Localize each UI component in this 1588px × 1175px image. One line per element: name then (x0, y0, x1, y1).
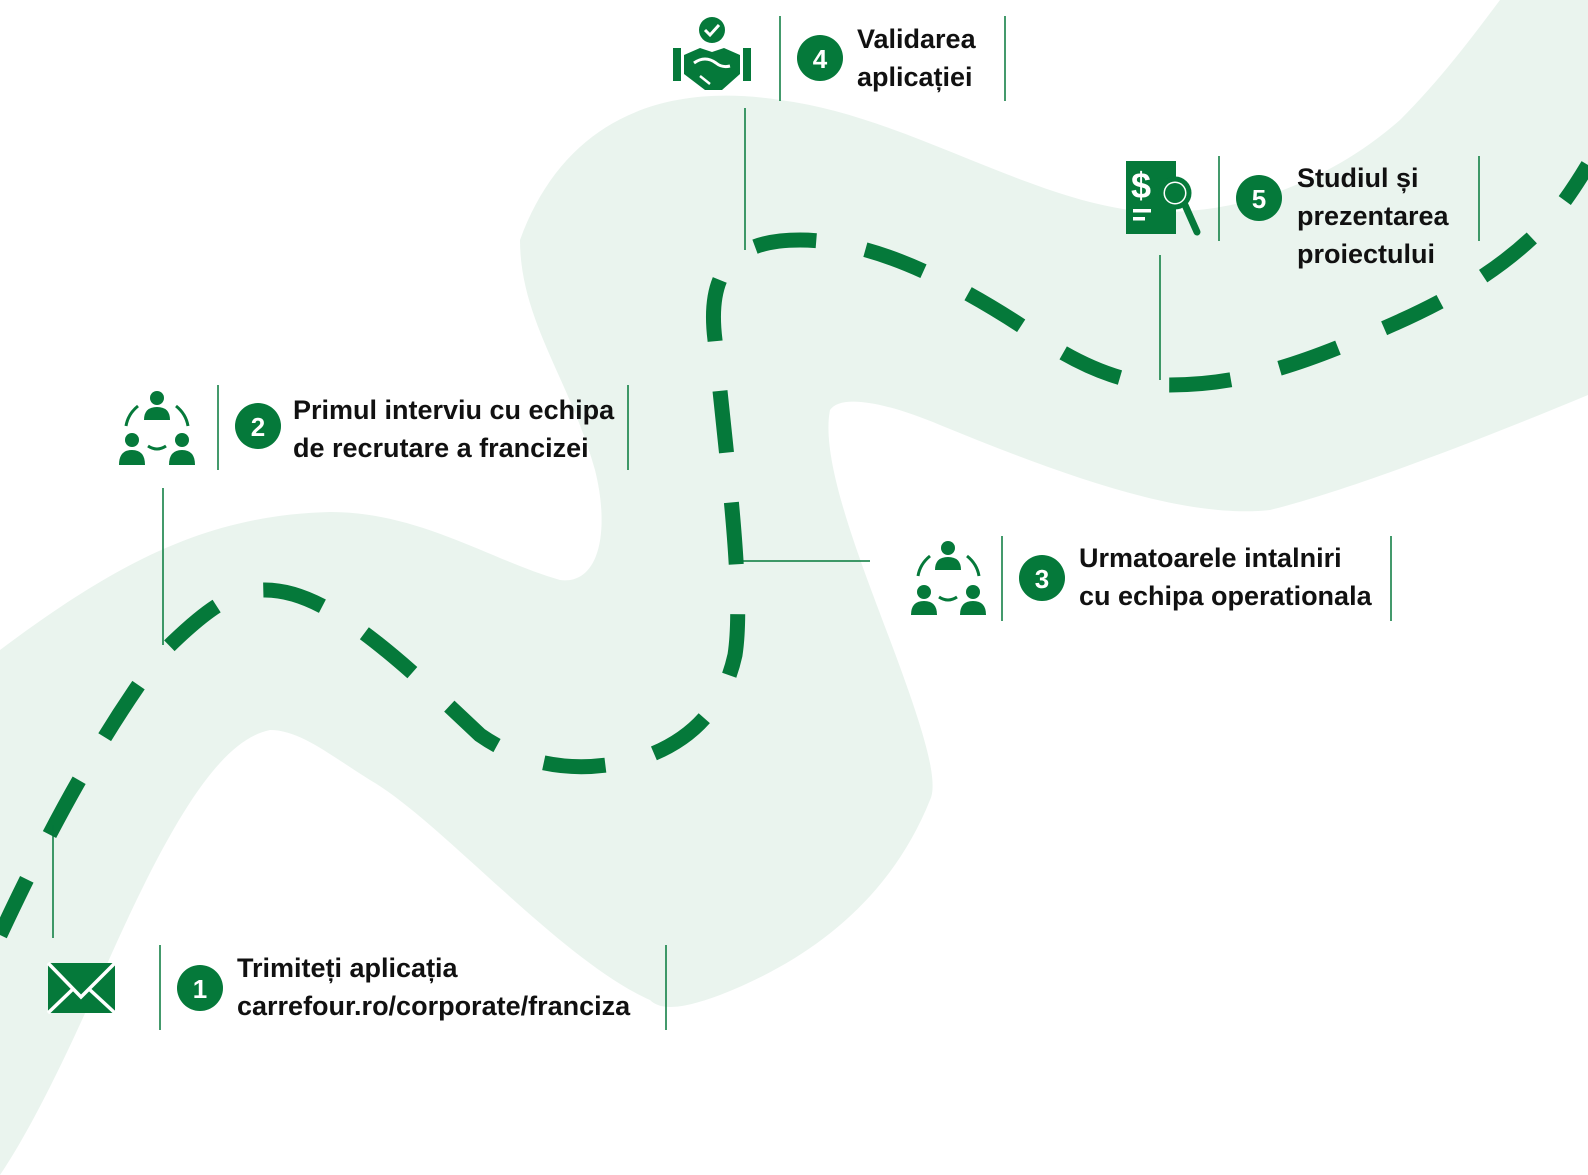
team-network-icon (119, 391, 195, 465)
envelope-icon (46, 961, 117, 1015)
application-url: carrefour.ro/corporate/franciza (237, 991, 631, 1021)
svg-text:$: $ (1131, 165, 1151, 206)
step-5-line-1: Studiul și (1297, 163, 1419, 193)
step-5-line-2: prezentarea (1297, 201, 1449, 231)
team-network-icon (911, 541, 986, 615)
dashed-route (0, 161, 1588, 939)
financial-document-search-icon: $ (1126, 161, 1201, 236)
step-badge-5: 5 (1236, 175, 1282, 221)
step-number-3: 3 (1035, 564, 1049, 594)
step-3-label: Urmatoarele intalniri cu echipa operatio… (1079, 539, 1372, 615)
step-badge-2: 2 (235, 403, 281, 449)
step-2-line-1: Primul interviu cu echipa (293, 395, 615, 425)
step-number-4: 4 (813, 44, 828, 74)
connector-lines (52, 108, 1161, 938)
step-number-2: 2 (251, 412, 265, 442)
step-2-line-2: de recrutare a francizei (293, 433, 589, 463)
step-4-line-1: Validarea (857, 24, 976, 54)
handshake-check-icon (673, 17, 751, 90)
step-5-label: Studiul și prezentarea proiectului (1297, 159, 1449, 273)
step-badge-3: 3 (1019, 555, 1065, 601)
step-1-label: Trimiteți aplicația carrefour.ro/corpora… (237, 949, 630, 1025)
step-number-5: 5 (1252, 184, 1266, 214)
step-3-line-1: Urmatoarele intalniri (1079, 543, 1342, 573)
separator-bars (159, 16, 1480, 1030)
step-4-line-2: aplicației (857, 62, 973, 92)
step-3-line-2: cu echipa operationala (1079, 581, 1372, 611)
step-number-1: 1 (193, 974, 207, 1004)
step-1-title: Trimiteți aplicația (237, 953, 458, 983)
step-4-label: Validarea aplicației (857, 20, 976, 96)
step-2-label: Primul interviu cu echipa de recrutare a… (293, 391, 614, 467)
step-5-line-3: proiectului (1297, 239, 1436, 269)
step-badge-4: 4 (797, 35, 843, 81)
step-badge-1: 1 (177, 965, 223, 1011)
